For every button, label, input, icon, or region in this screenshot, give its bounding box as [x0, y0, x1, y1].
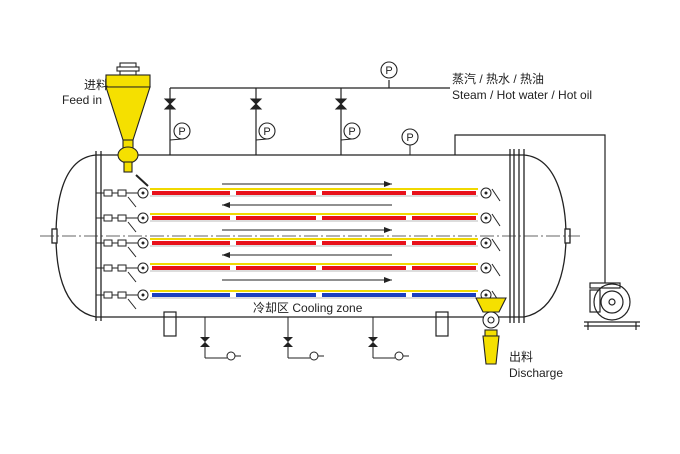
pressure-gauges: P P P P P	[169, 61, 419, 155]
scraper	[127, 246, 137, 258]
pressure-gauge-icon: P	[255, 122, 276, 141]
bearing	[103, 239, 113, 247]
roller-hub	[141, 191, 145, 195]
steam-label-cn: 蒸汽 / 热水 / 热油	[452, 72, 545, 86]
roller-hub	[141, 266, 145, 270]
gauge-dial	[343, 122, 361, 140]
belt-row-2	[96, 212, 501, 233]
valve-icon	[200, 337, 210, 347]
scraper	[127, 271, 137, 283]
roller-hub	[484, 293, 488, 297]
roller-hub	[484, 216, 488, 220]
gauge-dial	[401, 128, 419, 146]
bearing	[103, 189, 113, 197]
valve-icon	[249, 98, 263, 110]
drain-valves	[200, 317, 409, 361]
belt-row-4	[96, 262, 501, 283]
valve-icon	[163, 98, 177, 110]
belt-row-1	[96, 187, 501, 208]
bearing	[103, 291, 113, 299]
steam-trap-icon	[394, 351, 404, 361]
roller-hub	[141, 293, 145, 297]
feed-label-en: Feed in	[62, 93, 103, 107]
pressure-gauge-icon: P	[169, 122, 191, 141]
valve-icon	[283, 337, 293, 347]
gauge-letter: P	[385, 65, 392, 77]
valve-icon	[368, 337, 378, 347]
scraper	[127, 221, 137, 233]
bearing	[117, 291, 127, 299]
support-legs	[163, 311, 449, 337]
roller-hub	[484, 191, 488, 195]
belt-row-3	[96, 237, 501, 258]
scraper	[491, 188, 501, 202]
flow-arrow-head	[384, 227, 392, 233]
roller-hub	[141, 241, 145, 245]
flow-arrow-head	[384, 277, 392, 283]
bearing	[117, 264, 127, 272]
gauge-dial	[173, 122, 191, 140]
vacuum-pump	[584, 282, 640, 330]
feed-label-cn: 进料	[84, 78, 109, 92]
pressure-gauge-icon: P	[401, 128, 419, 155]
discharge-outlet	[475, 297, 507, 365]
drain-valve	[200, 317, 241, 361]
valve-icon	[334, 98, 348, 110]
steam-valves	[163, 98, 348, 110]
scraper	[127, 196, 137, 208]
gauge-letter: P	[348, 126, 355, 138]
steam-manifold	[169, 80, 606, 283]
bearing	[117, 239, 127, 247]
gauge-dial	[380, 61, 398, 79]
gauge-dial	[258, 122, 276, 140]
pressure-gauge-icon: P	[380, 61, 398, 79]
flow-arrow-head	[222, 202, 230, 208]
flow-arrows	[222, 181, 392, 283]
steam-trap-icon	[309, 351, 319, 361]
roller-hub	[141, 216, 145, 220]
cooling-label-cn: 冷却区	[253, 301, 290, 315]
pressure-gauge-icon: P	[340, 122, 361, 141]
drain-valve	[283, 317, 324, 361]
belt-row-5	[96, 289, 501, 310]
roller-hub	[484, 266, 488, 270]
scraper	[491, 213, 501, 227]
steam-trap-icon	[226, 351, 236, 361]
gauge-letter: P	[406, 132, 413, 144]
cooling-label-en: Cooling zone	[292, 301, 363, 315]
bearing	[103, 264, 113, 272]
scraper	[127, 298, 137, 310]
gauge-letter: P	[178, 126, 185, 138]
roller-hub	[484, 241, 488, 245]
discharge-label-cn: 出料	[509, 350, 534, 364]
bearing	[117, 214, 127, 222]
discharge-label-en: Discharge	[509, 366, 564, 380]
bearing	[117, 189, 127, 197]
scraper	[491, 238, 501, 252]
flow-arrow-head	[384, 181, 392, 187]
feed-hopper	[105, 62, 151, 187]
scraper	[491, 263, 501, 277]
steam-label-en: Steam / Hot water / Hot oil	[452, 88, 593, 102]
drain-valve	[368, 317, 409, 361]
gauge-letter: P	[263, 126, 270, 138]
heating-tubes	[96, 187, 501, 310]
cooling-zone-label: 冷却区 Cooling zone	[251, 301, 365, 315]
bearing	[103, 214, 113, 222]
flow-arrow-head	[222, 252, 230, 258]
